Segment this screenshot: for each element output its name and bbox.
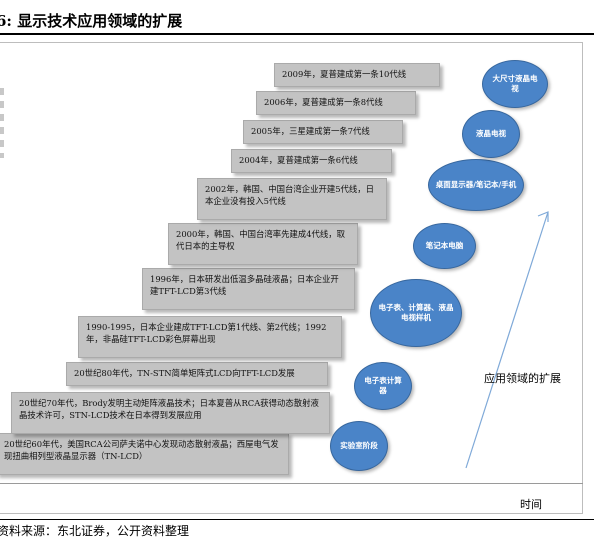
app-text: 实验室阶段 [340, 441, 378, 450]
cropped-vertical-text [0, 88, 4, 158]
app-bubble-large-lcd-tv: 大尺寸液晶电视 [482, 60, 548, 108]
time-axis-label: 时间 [520, 498, 542, 511]
timeline-box-2000: 2000年，韩国、中国台湾率先建成4代线，取代日本的主导权 [168, 223, 358, 265]
app-bubble-lab-stage: 实验室阶段 [330, 421, 388, 471]
timeline-text: 2006年，夏普建成第一条8代线 [264, 97, 383, 107]
timeline-box-2009: 2009年，夏普建成第一条10代线 [274, 63, 440, 87]
timeline-box-1980s: 20世纪80年代，TN-STN简单矩阵式LCD向TFT-LCD发展 [66, 362, 328, 386]
app-text: 桌面显示器/笔记本/手机 [435, 180, 517, 189]
timeline-text: 1996年，日本研发出低温多晶硅液晶；日本企业开建TFT-LCD第3代线 [150, 274, 339, 296]
timeline-box-1996: 1996年，日本研发出低温多晶硅液晶；日本企业开建TFT-LCD第3代线 [142, 268, 355, 310]
apps-expansion-label: 应用领域的扩展 [484, 372, 561, 385]
timeline-box-2002: 2002年，韩国、中国台湾企业开建5代线，日本企业没有投入5代线 [197, 178, 387, 220]
timeline-box-1970s: 20世纪70年代，Brody发明主动矩阵液晶技术；日本夏普从RCA获得动态散射液… [11, 392, 330, 434]
diagram-frame [0, 42, 583, 514]
app-bubble-lcd-tv: 液晶电视 [462, 110, 520, 158]
timeline-text: 2004年，夏普建成第一条6代线 [239, 155, 358, 165]
app-bubble-laptop: 笔记本电脑 [413, 223, 476, 269]
timeline-box-2005: 2005年，三星建成第一条7代线 [243, 120, 403, 144]
timeline-text: 2009年，夏普建成第一条10代线 [282, 69, 407, 79]
timeline-box-2006: 2006年，夏普建成第一条8代线 [256, 91, 416, 115]
timeline-box-1990-1995: 1990-1995，日本企业建成TFT-LCD第1代线、第2代线；1992年，非… [78, 316, 342, 358]
timeline-text: 2000年，韩国、中国台湾率先建成4代线，取代日本的主导权 [176, 229, 346, 251]
timeline-text: 2002年，韩国、中国台湾企业开建5代线，日本企业没有投入5代线 [205, 184, 375, 206]
source-note: 资料来源：东北证券，公开资料整理 [0, 524, 190, 538]
source-rule [0, 519, 594, 520]
app-text: 笔记本电脑 [425, 241, 464, 250]
title-rule [0, 33, 594, 35]
app-bubble-tv-prototype: 电子表、计算器、液晶电视样机 [370, 279, 462, 347]
app-text: 大尺寸液晶电视 [492, 74, 538, 93]
timeline-box-2004: 2004年，夏普建成第一条6代线 [231, 149, 392, 173]
timeline-box-1960s: 20世纪60年代，美国RCA公司萨夫诺中心发现动态散射液晶；西屋电气发现扭曲相列… [0, 433, 289, 475]
timeline-text: 20世纪80年代，TN-STN简单矩阵式LCD向TFT-LCD发展 [74, 368, 295, 378]
timeline-text: 1990-1995，日本企业建成TFT-LCD第1代线、第2代线；1992年，非… [86, 322, 327, 344]
timeline-text: 20世纪60年代，美国RCA公司萨夫诺中心发现动态散射液晶；西屋电气发现扭曲相列… [4, 439, 279, 461]
timeline-text: 20世纪70年代，Brody发明主动矩阵液晶技术；日本夏普从RCA获得动态散射液… [19, 398, 319, 420]
app-text: 液晶电视 [476, 129, 506, 138]
app-text: 电子表计算器 [364, 376, 402, 395]
figure-title: 6: 显示技术应用领域的扩展 [0, 12, 183, 30]
app-bubble-watch-calculator: 电子表计算器 [354, 362, 412, 410]
timeline-text: 2005年，三星建成第一条7代线 [251, 126, 370, 136]
app-text: 电子表、计算器、液晶电视样机 [378, 303, 454, 322]
time-axis [0, 483, 583, 484]
app-bubble-desktop-laptop-phone: 桌面显示器/笔记本/手机 [428, 159, 524, 211]
